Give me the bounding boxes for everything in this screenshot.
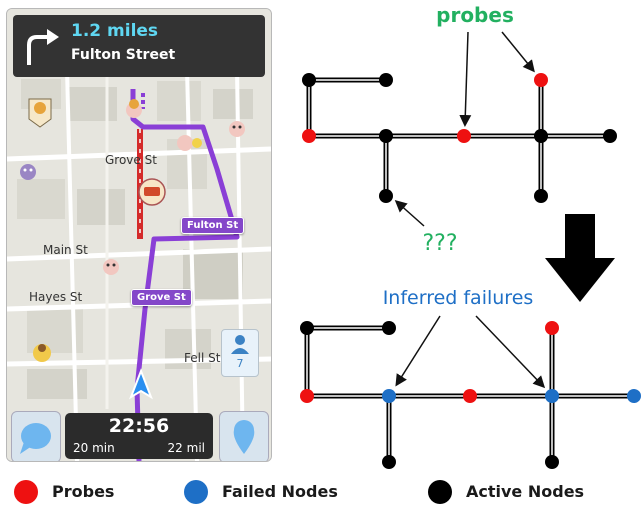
turn-distance: 1.2 miles xyxy=(71,21,159,41)
active-node xyxy=(300,321,314,335)
active-node xyxy=(382,455,396,469)
street-label: Hayes St xyxy=(29,290,83,304)
active-node xyxy=(382,321,396,335)
navigation-app-screenshot: Grove St Main St Hayes St Fell St Fulton… xyxy=(6,8,272,462)
inferred-pointer-arrow xyxy=(395,315,441,387)
active-node xyxy=(534,189,548,203)
turn-instruction-banner[interactable]: 1.2 miles Fulton Street xyxy=(13,15,265,77)
down-arrow-icon xyxy=(545,214,615,302)
legend-failed-swatch xyxy=(184,480,208,504)
probe-node xyxy=(463,389,477,403)
turn-street-name: Fulton Street xyxy=(71,47,176,63)
street-label: Main St xyxy=(43,243,88,257)
probe-node xyxy=(545,321,559,335)
probes-annotation: probes xyxy=(436,3,514,27)
inferred-pointer-arrow xyxy=(475,315,546,389)
active-node xyxy=(534,129,548,143)
active-node xyxy=(603,129,617,143)
user-marker-icon[interactable] xyxy=(126,99,142,118)
user-marker-icon[interactable] xyxy=(177,135,202,151)
inferred-failures-annotation: Inferred failures xyxy=(383,287,534,309)
menu-button[interactable] xyxy=(219,411,269,461)
unknown-pointer-arrow xyxy=(394,200,425,227)
user-marker-icon[interactable] xyxy=(20,164,36,180)
legend-failed-label: Failed Nodes xyxy=(222,482,338,501)
street-label: Grove St xyxy=(105,153,157,167)
eta-time: 22:56 xyxy=(108,415,170,437)
legend-active-label: Active Nodes xyxy=(466,482,585,501)
eta-distance: 22 mil xyxy=(167,441,205,455)
user-marker-icon[interactable] xyxy=(28,98,52,128)
failed-node xyxy=(545,389,559,403)
active-node xyxy=(302,73,316,87)
current-position-icon xyxy=(129,368,153,400)
probe-node xyxy=(457,129,471,143)
unknown-annotation: ??? xyxy=(422,231,457,256)
probe-node xyxy=(300,389,314,403)
chat-bubble-icon xyxy=(20,423,51,454)
person-icon xyxy=(231,335,249,354)
user-marker-icon[interactable] xyxy=(33,344,51,362)
probe-pointer-arrow xyxy=(501,31,535,73)
user-marker-icon[interactable] xyxy=(229,121,245,137)
turn-right-icon xyxy=(27,29,59,65)
route-street-tag: Fulton St xyxy=(181,217,245,234)
failed-node xyxy=(627,389,641,403)
active-node xyxy=(379,73,393,87)
route-street-tag: Grove St xyxy=(131,289,192,306)
failed-node xyxy=(382,389,396,403)
probe-node xyxy=(302,129,316,143)
legend-active-swatch xyxy=(428,480,452,504)
street-label: Fell St xyxy=(184,351,221,365)
traffic-report-icon[interactable] xyxy=(138,178,166,206)
nearby-users-button[interactable]: 7 xyxy=(221,329,259,377)
eta-panel[interactable]: 22:56 20 min 22 mil xyxy=(65,413,213,459)
active-node xyxy=(379,189,393,203)
probe-pointer-arrow xyxy=(459,31,472,127)
probe-node xyxy=(534,73,548,87)
active-node xyxy=(379,129,393,143)
nearby-users-count: 7 xyxy=(236,357,244,370)
legend-probe-swatch xyxy=(14,480,38,504)
active-node xyxy=(545,455,559,469)
report-button[interactable] xyxy=(11,411,61,461)
pin-icon xyxy=(233,420,255,454)
eta-minutes: 20 min xyxy=(73,441,115,455)
user-marker-icon[interactable] xyxy=(103,259,119,275)
map-view[interactable] xyxy=(7,9,271,461)
legend-probes-label: Probes xyxy=(52,482,115,501)
